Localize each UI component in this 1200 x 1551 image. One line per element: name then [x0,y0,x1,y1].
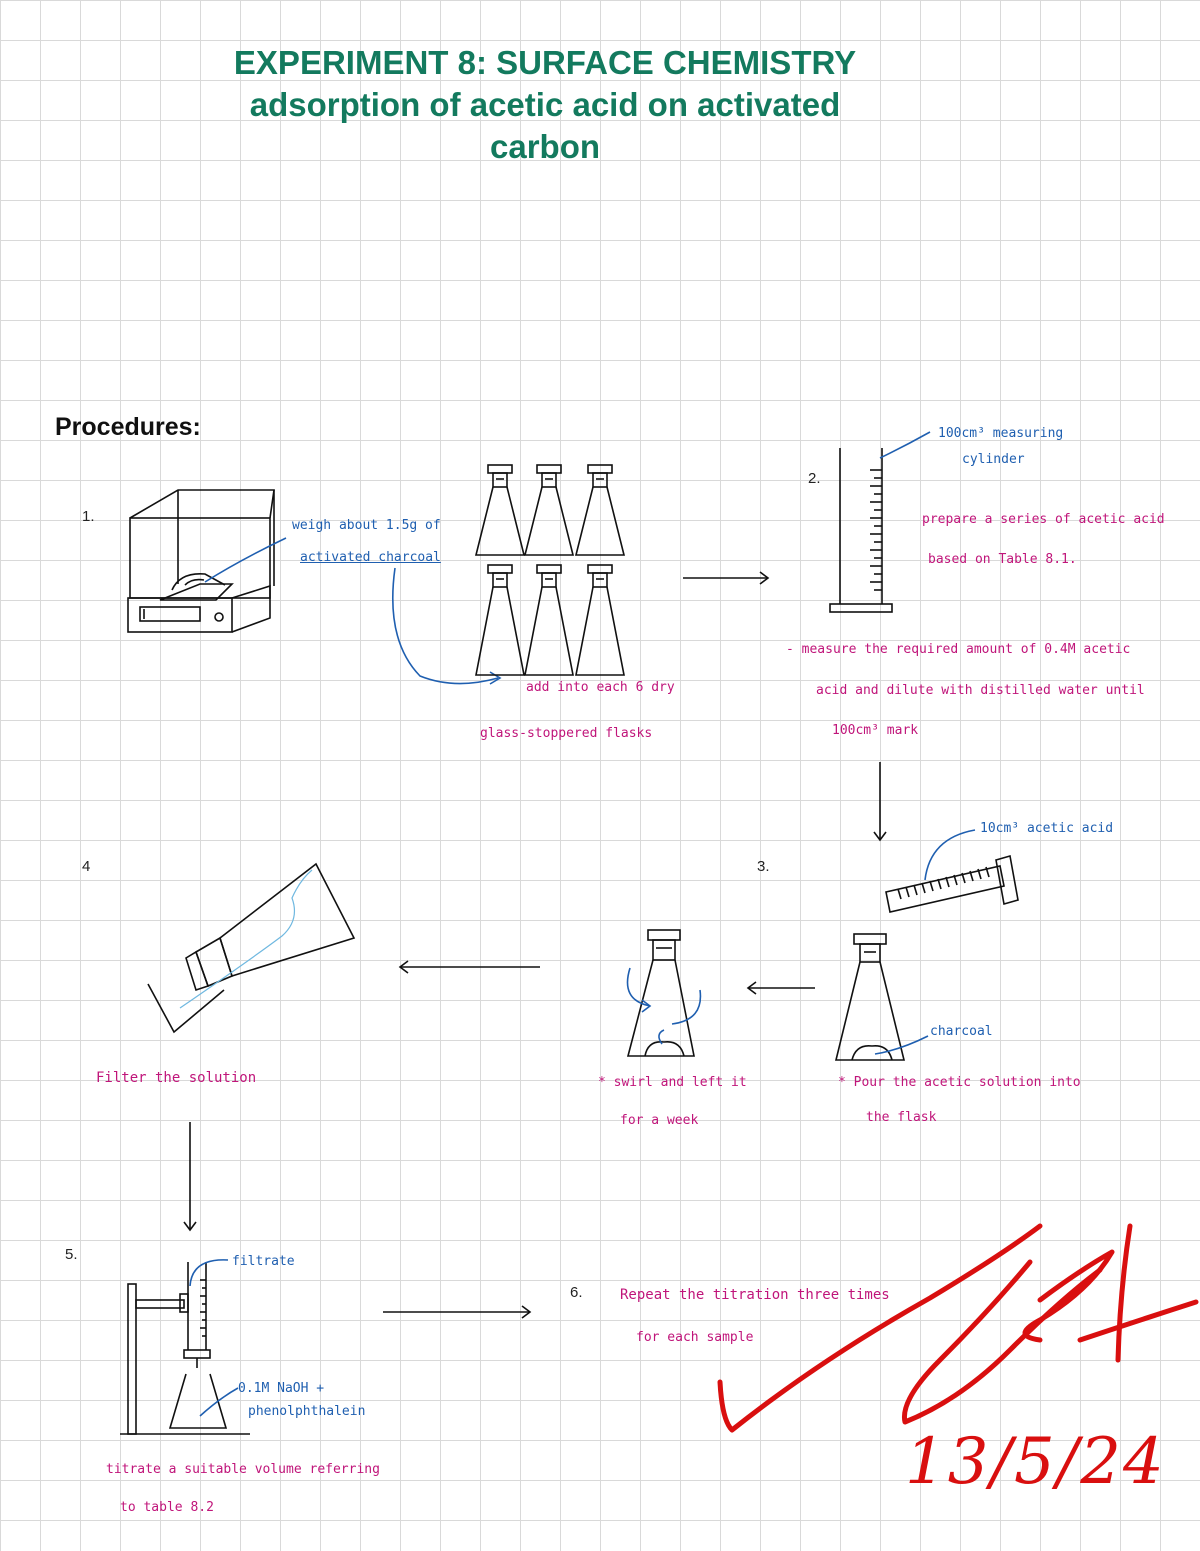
step-3-number: 3. [757,858,770,875]
repeat-text-line-2: for each sample [636,1330,754,1345]
title-line-1: EXPERIMENT 8: SURFACE CHEMISTRY [233,44,857,81]
filter-text: Filter the solution [96,1070,257,1086]
step-1-number: 1. [82,508,95,525]
title-line-3: carbon [489,128,601,165]
prepare-text-line-2: based on Table 8.1. [928,552,1077,567]
arrow-right-icon [383,1305,532,1319]
step-4-number: 4 [82,858,91,875]
filtrate-label: filtrate [232,1254,295,1269]
arrow-right-icon [683,571,770,585]
charcoal-label: charcoal [930,1024,993,1039]
add-text-line-2: glass-stoppered flasks [480,726,653,741]
six-flasks-icon [474,464,626,676]
procedures-heading: Procedures: [55,413,201,441]
arrow-down-icon [873,762,887,842]
titration-setup-icon [120,1262,250,1435]
naoh-label-line-2: phenolphthalein [248,1404,366,1419]
step-5-number: 5. [65,1246,78,1263]
step-6-number: 6. [570,1284,583,1301]
swirl-arrows-icon [626,967,702,1045]
acetic-acid-label: 10cm³ acetic acid [980,821,1114,836]
pipette-icon [885,854,1019,913]
add-text-line-1: add into each 6 dry [526,680,675,695]
cylinder-label-line-1: 100cm³ measuring [938,426,1064,441]
signature-icon [717,1223,1199,1433]
measure-text-line-2: acid and dilute with distilled water unt… [816,683,1145,698]
flask-with-charcoal-icon [834,933,906,1061]
titrate-text-line-1: titrate a suitable volume referring [106,1462,380,1477]
weigh-text-line-1: weigh about 1.5g of [292,518,441,533]
filtering-flask-icon [147,862,356,1034]
repeat-text-line-1: Repeat the titration three times [620,1287,890,1303]
signature-date: 13/5/24 [905,1425,1166,1499]
titrate-text-line-2: to table 8.2 [120,1500,214,1515]
step-2-number: 2. [808,470,821,487]
pour-text-line-2: the flask [866,1110,937,1125]
naoh-label-line-1: 0.1M NaOH + [238,1381,325,1396]
pour-text-line-1: * Pour the acetic solution into [838,1075,1081,1090]
swirl-text-line-2: for a week [620,1113,699,1128]
swirling-flask-icon [626,929,695,1057]
arrow-left-icon [398,960,540,974]
prepare-text-line-1: prepare a series of acetic acid [922,512,1165,527]
arrow-left-icon [746,981,815,995]
measuring-cylinder-icon [829,448,893,613]
measure-text-line-1: - measure the required amount of 0.4M ac… [786,642,1131,657]
cylinder-label-line-2: cylinder [962,452,1025,467]
swirl-text-line-1: * swirl and left it [598,1075,747,1090]
arrow-down-icon [183,1122,197,1232]
analytical-balance-icon [127,489,275,633]
measure-text-line-3: 100cm³ mark [832,723,919,738]
title-line-2: adsorption of acetic acid on activated [249,86,841,123]
weigh-text-line-2: activated charcoal [300,550,441,565]
